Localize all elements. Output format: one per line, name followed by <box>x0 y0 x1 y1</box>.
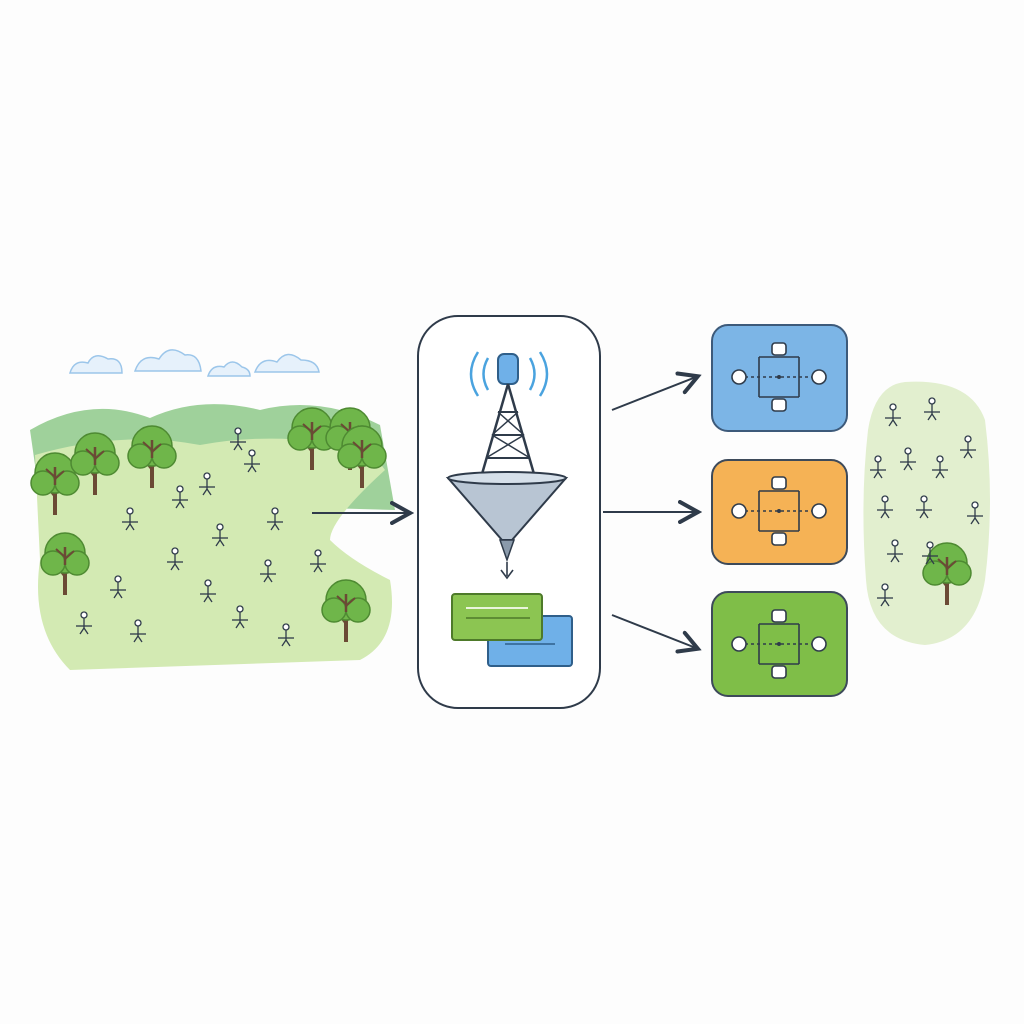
flow-arrow <box>611 377 696 411</box>
funnel-icon <box>445 471 569 580</box>
output-card-orange <box>711 459 848 565</box>
antenna-tower-icon <box>469 351 549 475</box>
output-card-green <box>711 591 848 697</box>
small-park-icon <box>863 381 990 645</box>
flow-arrow <box>611 614 696 648</box>
cloud-icon <box>69 349 320 377</box>
data-cards-icon <box>451 593 573 667</box>
park-field-icon <box>29 349 395 670</box>
hub-panel <box>417 315 601 709</box>
output-card-blue <box>711 324 848 432</box>
